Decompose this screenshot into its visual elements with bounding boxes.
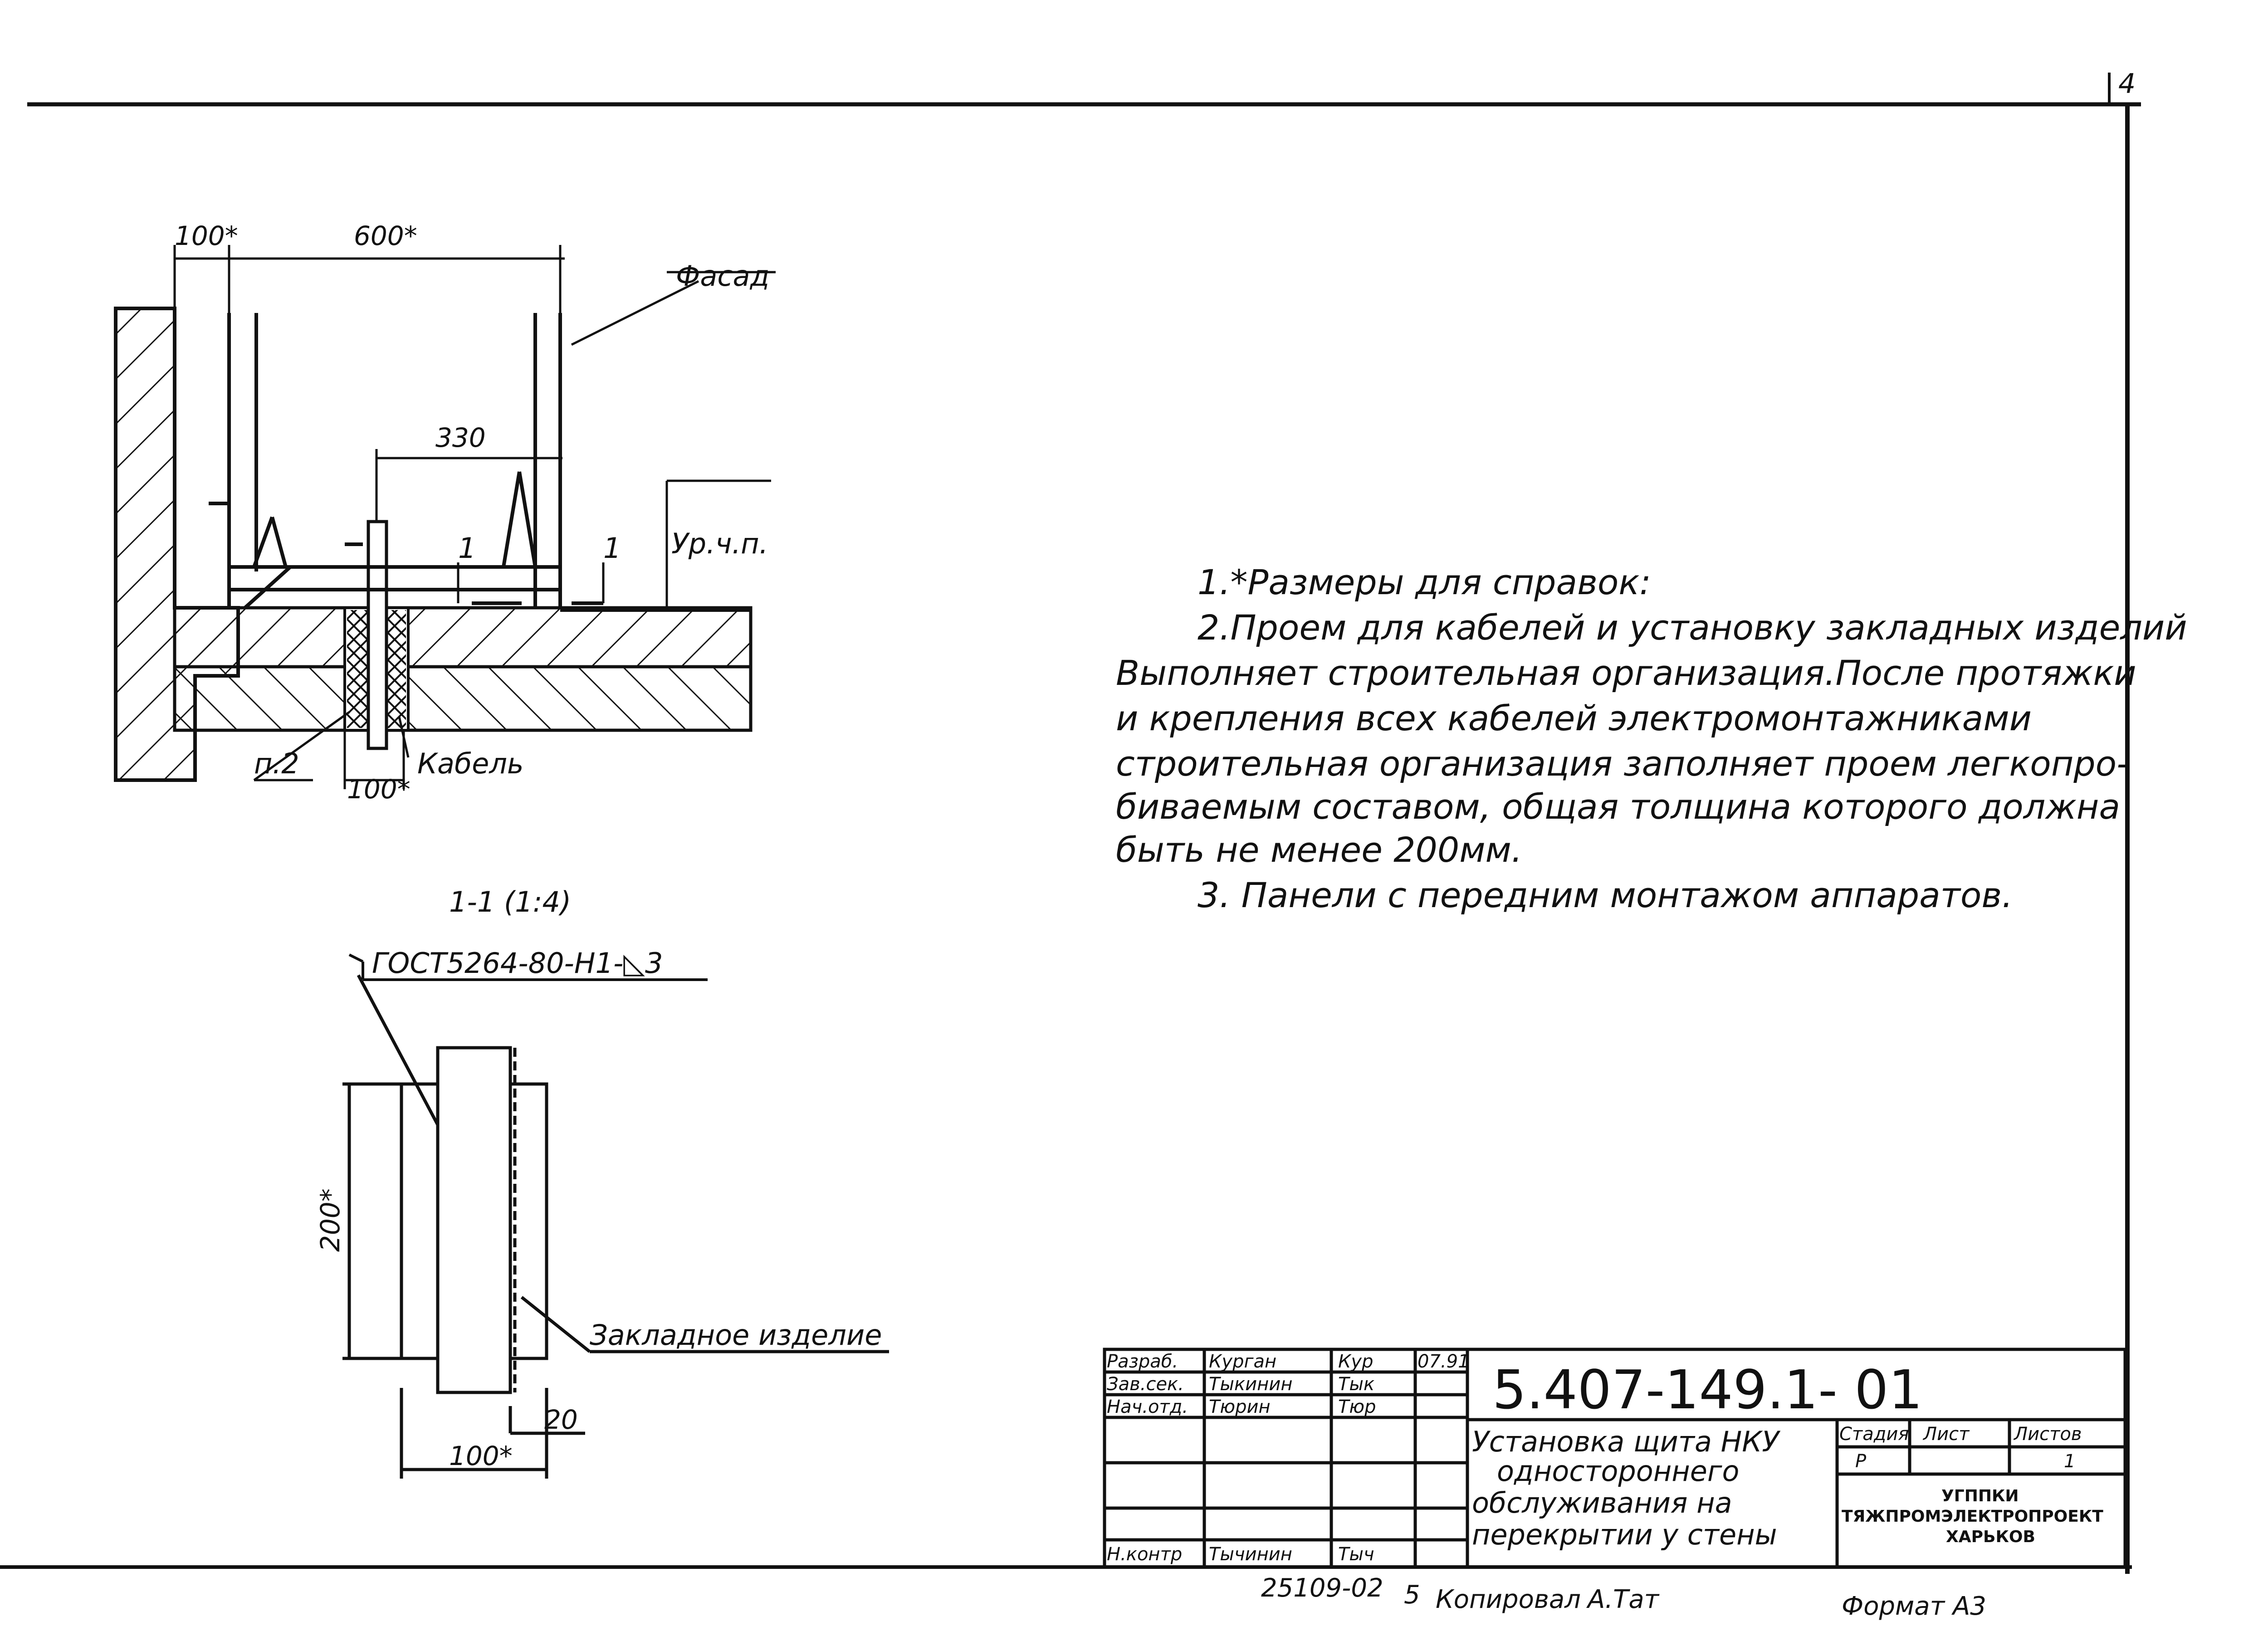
note-line-1: 1.*Размеры для справок: bbox=[1198, 562, 1651, 602]
tb-role-7: Н.контр bbox=[1107, 1544, 1182, 1565]
tb-sign-2: Тык bbox=[1338, 1374, 1374, 1395]
format-label: Формат А3 bbox=[1842, 1592, 1986, 1621]
plan-dim-600: 600* bbox=[354, 220, 417, 251]
section-dim-100: 100* bbox=[449, 1441, 513, 1471]
tb-role-3: Нач.отд. bbox=[1107, 1397, 1188, 1417]
label-floor-level: Ур.ч.п. bbox=[671, 527, 768, 560]
plan-dim-330: 330 bbox=[435, 422, 486, 453]
slab-top-layer bbox=[173, 606, 753, 669]
tb-sign-1: Кур bbox=[1338, 1351, 1373, 1372]
slab-bottom-layer bbox=[173, 665, 753, 732]
doc-code: 5.407-149.1- 01 bbox=[1492, 1358, 1922, 1421]
section-dim-20: 20 bbox=[544, 1404, 578, 1435]
tb-title-2: одностороннего bbox=[1497, 1455, 1739, 1488]
panel-frame bbox=[209, 313, 751, 612]
note-line-5: строительная организация заполняет проем… bbox=[1116, 743, 2129, 784]
tb-role-1: Разраб. bbox=[1107, 1351, 1178, 1372]
copied-sign: А.Тат bbox=[1586, 1585, 1660, 1614]
section-mark-left: 1 bbox=[458, 532, 476, 565]
weld-note: ГОСТ5264-80-Н1-◺3 bbox=[372, 947, 663, 980]
tb-sign-3: Тюр bbox=[1338, 1397, 1376, 1417]
tb-title-1: Установка щита НКУ bbox=[1472, 1425, 1781, 1458]
sheets-value: 1 bbox=[2064, 1451, 2075, 1472]
section-mark-right: 1 bbox=[603, 532, 621, 565]
org-line-1: УГППКИ bbox=[1941, 1487, 2019, 1505]
footer: 25109-02 5 Копировал А.Тат Формат А3 bbox=[1261, 1573, 1986, 1621]
tb-title-3: обслуживания на bbox=[1472, 1486, 1732, 1519]
tb-name-3: Тюрин bbox=[1209, 1397, 1271, 1417]
tb-name-7: Тычинин bbox=[1209, 1544, 1292, 1565]
plan-dim-100: 100* bbox=[175, 220, 238, 251]
tb-date-1: 07.91 bbox=[1418, 1351, 1470, 1372]
note-line-3: Выполняет строительная организация.После… bbox=[1116, 653, 2136, 693]
order-number: 25109-02 bbox=[1261, 1573, 1383, 1603]
sheets-header: Листов bbox=[2013, 1424, 2082, 1445]
label-facade: Фасад bbox=[676, 259, 769, 293]
plan-view: 100* 600* 330 100* Фасад Ур.ч.п. 1 1 п.2… bbox=[114, 220, 776, 805]
org-line-3: ХАРЬКОВ bbox=[1946, 1528, 2035, 1546]
page-number: 4 bbox=[2118, 68, 2136, 100]
tb-name-1: Курган bbox=[1209, 1351, 1276, 1372]
section-dim-200: 200* bbox=[315, 1188, 346, 1252]
note-line-6: биваемым составом, общая толщина которог… bbox=[1116, 786, 2120, 827]
copy-index: 5 bbox=[1404, 1580, 1420, 1610]
org-line-2: ТЯЖПРОМЭЛЕКТРОПРОЕКТ bbox=[1842, 1507, 2103, 1526]
tb-title-4: перекрытии у стены bbox=[1472, 1518, 1777, 1551]
label-p2: п.2 bbox=[254, 747, 299, 780]
copied-label: Копировал bbox=[1436, 1585, 1581, 1614]
note-line-7: быть не менее 200мм. bbox=[1116, 830, 1522, 870]
stage-header: Стадия bbox=[1839, 1424, 1909, 1445]
sheet-header: Лист bbox=[1922, 1424, 1970, 1445]
stage-value: Р bbox=[1855, 1451, 1867, 1472]
note-line-4: и крепления всех кабелей электромонтажни… bbox=[1116, 698, 2032, 738]
notes-block: 1.*Размеры для справок: 2.Проем для кабе… bbox=[1116, 562, 2187, 915]
cable-pipe bbox=[367, 520, 388, 750]
section-title: 1-1 (1:4) bbox=[449, 885, 571, 918]
tb-name-2: Тыкинин bbox=[1209, 1374, 1292, 1395]
plan-dimension-lines bbox=[173, 245, 776, 789]
tb-role-2: Зав.сек. bbox=[1107, 1374, 1184, 1395]
section-drawing bbox=[342, 974, 889, 1479]
title-block: Разраб. Курган Кур 07.91 Зав.сек. Тыкини… bbox=[1103, 1348, 2127, 1569]
tb-sign-7: Тыч bbox=[1338, 1544, 1374, 1565]
label-embedded-part: Закладное изделие bbox=[590, 1319, 882, 1352]
note-line-8: 3. Панели с передним монтажом аппаратов. bbox=[1198, 875, 2013, 915]
label-cable: Кабель bbox=[417, 747, 524, 780]
section-view: 1-1 (1:4) ГОСТ5264-80-Н1-◺3 200* 20 100*… bbox=[315, 885, 889, 1479]
note-line-2: 2.Проем для кабелей и установку закладны… bbox=[1198, 607, 2187, 648]
plan-dim-100-bottom: 100* bbox=[347, 774, 411, 805]
